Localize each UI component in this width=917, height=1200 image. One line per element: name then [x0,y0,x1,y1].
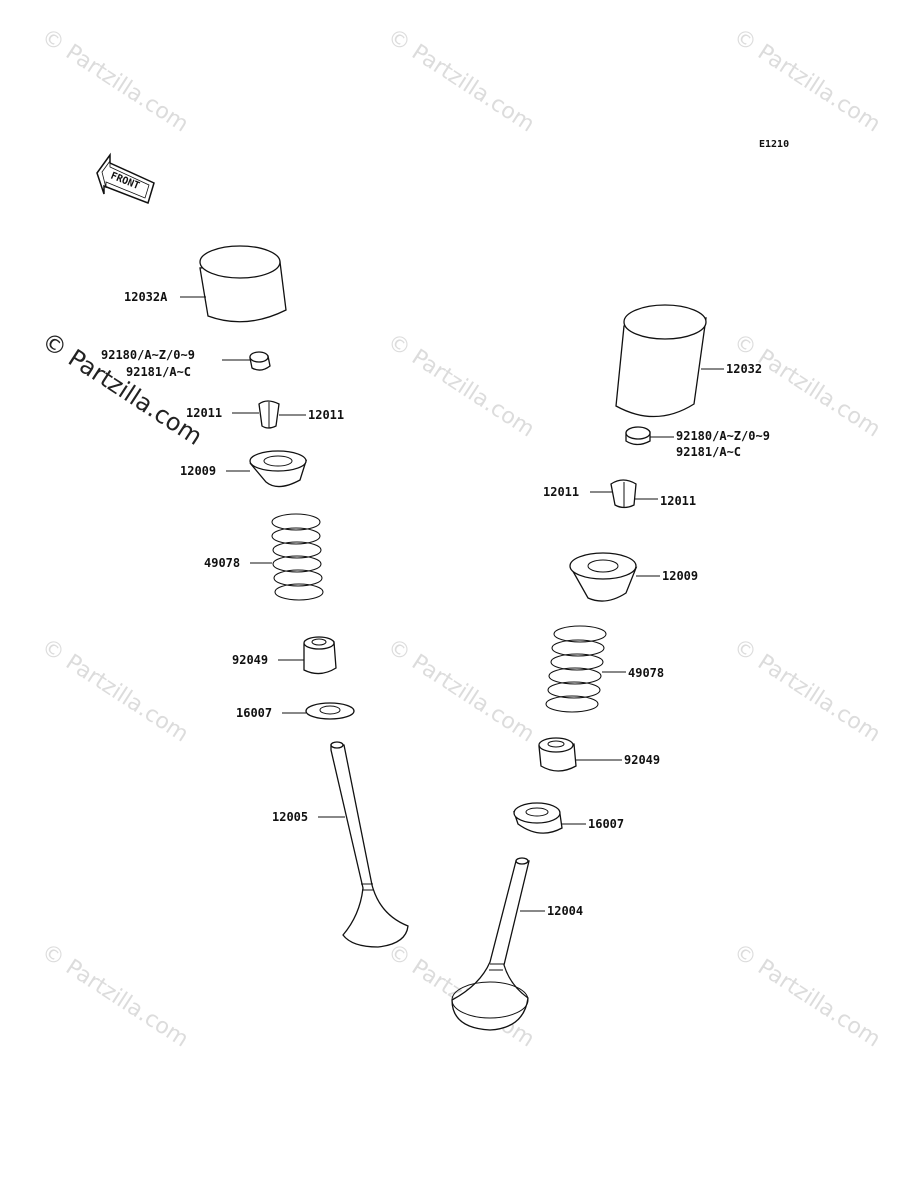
valve-cotter [258,400,280,429]
watermark-layer: © Partzilla.com © Partzilla.com © Partzi… [37,24,885,1052]
spring-retainer [569,552,638,602]
right-assembly: 12032 92180/A~Z/0~9 92181/A~C 12011 1201… [451,304,770,1031]
stem-seal [538,737,577,772]
diagram-code: E1210 [759,139,789,150]
label-seal: 92049 [232,653,268,667]
left-assembly: 12032A 92180/A~Z/0~9 92181/A~C 12011 120… [101,245,409,948]
watermark: © Partzilla.com [729,939,885,1052]
label-retainer: 12009 [180,464,216,478]
valve-spring [545,625,607,713]
label-bucket: 12032 [726,362,762,376]
watermark: © Partzilla.com [729,24,885,137]
valve-shim [625,426,651,446]
watermark-dark: © Partzilla.com [37,327,208,451]
label-cotter-left: 12011 [543,485,579,499]
label-shim-2: 92181/A~C [676,445,741,459]
stem-seal [303,636,337,675]
label-shim-2: 92181/A~C [126,365,191,379]
label-spring: 49078 [628,666,664,680]
label-seal: 92049 [624,753,660,767]
label-cotter-right: 12011 [660,494,696,508]
label-retainer: 12009 [662,569,698,583]
watermark: © Partzilla.com [383,24,539,137]
spring-seat [305,702,355,720]
valve [451,857,530,1031]
label-spring: 49078 [204,556,240,570]
valve-shim [249,351,271,371]
label-bucket: 12032A [124,290,168,304]
watermark: © Partzilla.com [729,329,885,442]
valve-bucket [615,304,707,418]
watermark: © Partzilla.com [37,24,193,137]
front-arrow-icon: FRONT [96,152,155,204]
watermark: © Partzilla.com [37,634,193,747]
label-valve: 12005 [272,810,308,824]
watermark: © Partzilla.com [37,939,193,1052]
label-seat: 16007 [236,706,272,720]
valve-cotter [610,479,637,509]
label-cotter-right: 12011 [308,408,344,422]
valve-bucket [199,245,287,323]
valve [330,741,409,948]
label-shim-1: 92180/A~Z/0~9 [101,348,195,362]
watermark: © Partzilla.com [383,329,539,442]
spring-retainer [249,450,308,488]
watermark: © Partzilla.com [729,634,885,747]
spring-seat [513,802,563,834]
label-shim-1: 92180/A~Z/0~9 [676,429,770,443]
label-seat: 16007 [588,817,624,831]
label-cotter-left: 12011 [186,406,222,420]
label-valve: 12004 [547,904,583,918]
valve-spring [271,513,324,601]
watermark: © Partzilla.com [383,634,539,747]
